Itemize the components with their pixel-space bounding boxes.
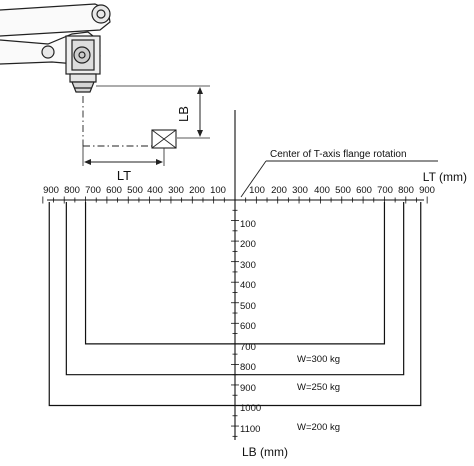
lb-axis [231, 110, 239, 440]
lb-tick-label: 600 [240, 321, 256, 332]
lb-axis-title: LB (mm) [242, 445, 288, 459]
lt-tick-label: 800 [398, 185, 414, 196]
inset-dimension-sketch [82, 85, 210, 166]
lt-tick-label: 600 [356, 185, 372, 196]
lb-tick-label: 700 [240, 342, 256, 353]
flange-rotation-annotation: Center of T-axis flange rotation [270, 149, 407, 160]
lt-tick-label: 800 [64, 185, 80, 196]
lb-tick-label: 300 [240, 260, 256, 271]
lt-tick-label: 200 [189, 185, 205, 196]
payload-envelopes [48, 202, 422, 407]
lt-tick-label: 900 [419, 185, 435, 196]
lb-tick-label: 1100 [240, 424, 260, 435]
lb-tick-label: 1000 [240, 403, 261, 414]
lt-tick-label: 900 [43, 185, 59, 196]
lt-tick-label: 300 [168, 185, 184, 196]
lb-tick-label: 100 [240, 219, 256, 230]
lt-tick-label: 400 [147, 185, 163, 196]
envelope-label-200kg: W=200 kg [297, 422, 340, 433]
lb-tick-label: 500 [240, 301, 256, 312]
lb-tick-label: 900 [240, 383, 256, 394]
lt-tick-label: 200 [271, 185, 287, 196]
inset-lt-label: LT [117, 168, 131, 183]
lt-tick-label: 300 [292, 185, 308, 196]
envelope-boundary-1 [65, 202, 405, 376]
envelope-label-250kg: W=250 kg [297, 382, 340, 393]
robot-arm-illustration [0, 3, 111, 93]
lt-tick-label: 500 [127, 185, 143, 196]
lt-tick-label: 400 [314, 185, 330, 196]
lt-tick-label: 100 [210, 185, 226, 196]
inset-lb-label: LB [176, 106, 191, 122]
lb-tick-label: 800 [240, 362, 256, 373]
lt-tick-label: 700 [377, 185, 393, 196]
envelope-label-300kg: W=300 kg [297, 354, 340, 365]
envelope-boundary-0 [84, 202, 386, 345]
lt-tick-label: 700 [85, 185, 101, 196]
lb-tick-label: 200 [240, 239, 256, 250]
annotation-leader [240, 160, 438, 198]
lt-tick-label: 100 [249, 185, 265, 196]
lt-tick-label: 600 [106, 185, 122, 196]
lb-tick-label: 400 [240, 280, 256, 291]
lt-tick-label: 500 [335, 185, 351, 196]
envelope-boundary-2 [48, 202, 422, 407]
lt-axis-title: LT (mm) [423, 170, 467, 184]
